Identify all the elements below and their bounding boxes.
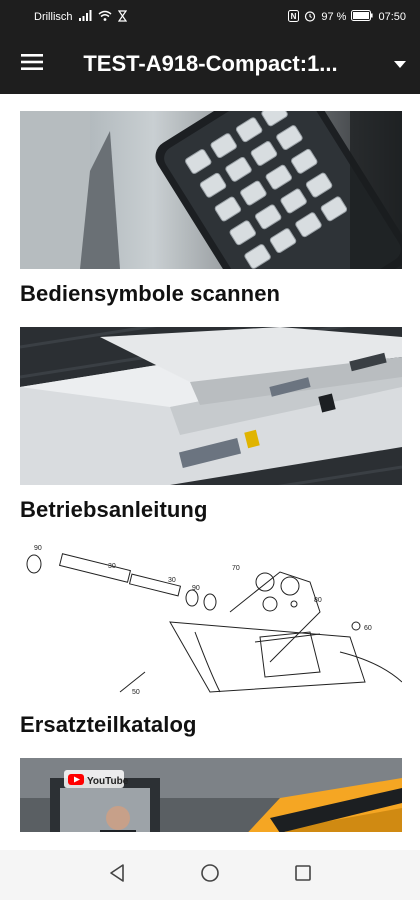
youtube-video-photo: YouTube <box>20 758 402 832</box>
part-number: 60 <box>364 625 372 632</box>
manuals-photo <box>20 327 402 485</box>
main-content: Bediensymbole scannen Betriebsanleitung <box>0 94 420 832</box>
recents-icon <box>294 864 312 887</box>
app-title: TEST-A918-Compact:1... <box>83 51 338 76</box>
part-number: 70 <box>232 565 240 572</box>
app-bar: TEST-A918-Compact:1... <box>0 34 420 94</box>
card-scan-control-symbols[interactable]: Bediensymbole scannen <box>20 111 402 307</box>
card-spare-parts-catalog[interactable]: 90 30 30 70 90 80 50 60 Ersatzteilkatalo… <box>20 542 402 738</box>
wifi-icon <box>98 10 112 24</box>
card-video[interactable]: YouTube <box>20 758 402 832</box>
hourglass-icon <box>117 9 127 25</box>
menu-button[interactable] <box>0 34 63 94</box>
battery-icon <box>351 10 374 24</box>
youtube-badge: YouTube <box>87 776 129 787</box>
carrier-label: Drillisch <box>34 11 73 23</box>
status-bar: Drillisch N 97 % 07:50 <box>0 0 420 34</box>
clock: 07:50 <box>378 11 406 23</box>
recents-button[interactable] <box>278 850 328 900</box>
remote-keypad-photo <box>20 111 402 269</box>
battery-percent: 97 % <box>321 11 347 23</box>
card-label: Betriebsanleitung <box>20 497 208 522</box>
parts-drawing: 90 30 30 70 90 80 50 60 <box>20 542 402 700</box>
part-number: 30 <box>168 577 176 584</box>
card-operating-manual[interactable]: Betriebsanleitung <box>20 327 402 523</box>
back-button[interactable] <box>92 850 142 900</box>
dropdown-arrow-icon <box>394 55 407 73</box>
part-number: 80 <box>314 597 322 604</box>
machine-selector-dropdown[interactable] <box>380 34 420 94</box>
home-icon <box>200 863 220 888</box>
alarm-icon <box>304 10 316 25</box>
part-number: 90 <box>34 545 42 552</box>
hamburger-icon <box>20 53 43 76</box>
card-label: Bediensymbole scannen <box>20 281 281 306</box>
part-number: 50 <box>132 689 140 696</box>
system-nav-bar <box>0 850 420 900</box>
nfc-icon: N <box>288 9 300 25</box>
card-label: Ersatzteilkatalog <box>20 712 197 737</box>
svg-text:N: N <box>291 12 297 21</box>
part-number: 30 <box>108 563 116 570</box>
home-button[interactable] <box>185 850 235 900</box>
back-icon <box>108 863 126 888</box>
signal-icon <box>78 10 92 24</box>
part-number: 90 <box>192 585 200 592</box>
